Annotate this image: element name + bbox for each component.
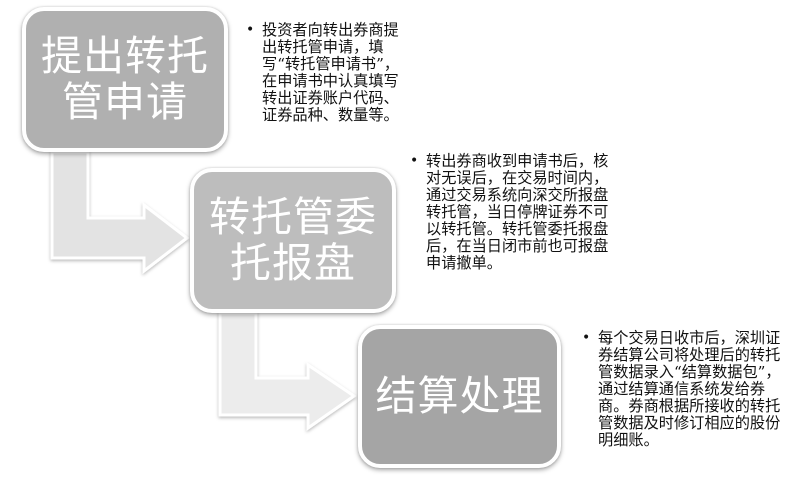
description-text: 投资者向转出券商提出转托管申请，填写“转托管申请书”，在申请书中认真填写转出证券…	[262, 21, 400, 124]
step-title: 提出转托管申请	[41, 31, 209, 126]
step-title: 结算处理	[375, 371, 544, 420]
step-box-settlement-processing: 结算处理	[358, 325, 561, 468]
step-title: 转托管委托报盘	[209, 192, 377, 287]
bent-arrow-icon-2-to-3	[218, 311, 357, 431]
step-description-3: • 每个交易日收市后，深圳证券结算公司将处理后的转托管数据录入“结算数据包”，通…	[582, 330, 792, 449]
bent-arrow-icon-1-to-2	[50, 150, 190, 275]
description-text: 转出券商收到申请书后，核对无误后，在交易时间内，通过交易系统向深交所报盘转托管，…	[426, 152, 609, 272]
bullet-icon: •	[582, 330, 591, 346]
bullet-icon: •	[246, 22, 255, 38]
step-description-1: • 投资者向转出券商提出转托管申请，填写“转托管申请书”，在申请书中认真填写转出…	[246, 22, 404, 124]
bullet-icon: •	[410, 153, 419, 169]
step-description-2: • 转出券商收到申请书后，核对无误后，在交易时间内，通过交易系统向深交所报盘转托…	[410, 153, 616, 272]
step-box-transfer-order-submission: 转托管委托报盘	[190, 168, 396, 313]
step-box-submit-transfer-request: 提出转托管申请	[22, 7, 228, 152]
description-text: 每个交易日收市后，深圳证券结算公司将处理后的转托管数据录入“结算数据包”，通过结…	[598, 329, 781, 449]
